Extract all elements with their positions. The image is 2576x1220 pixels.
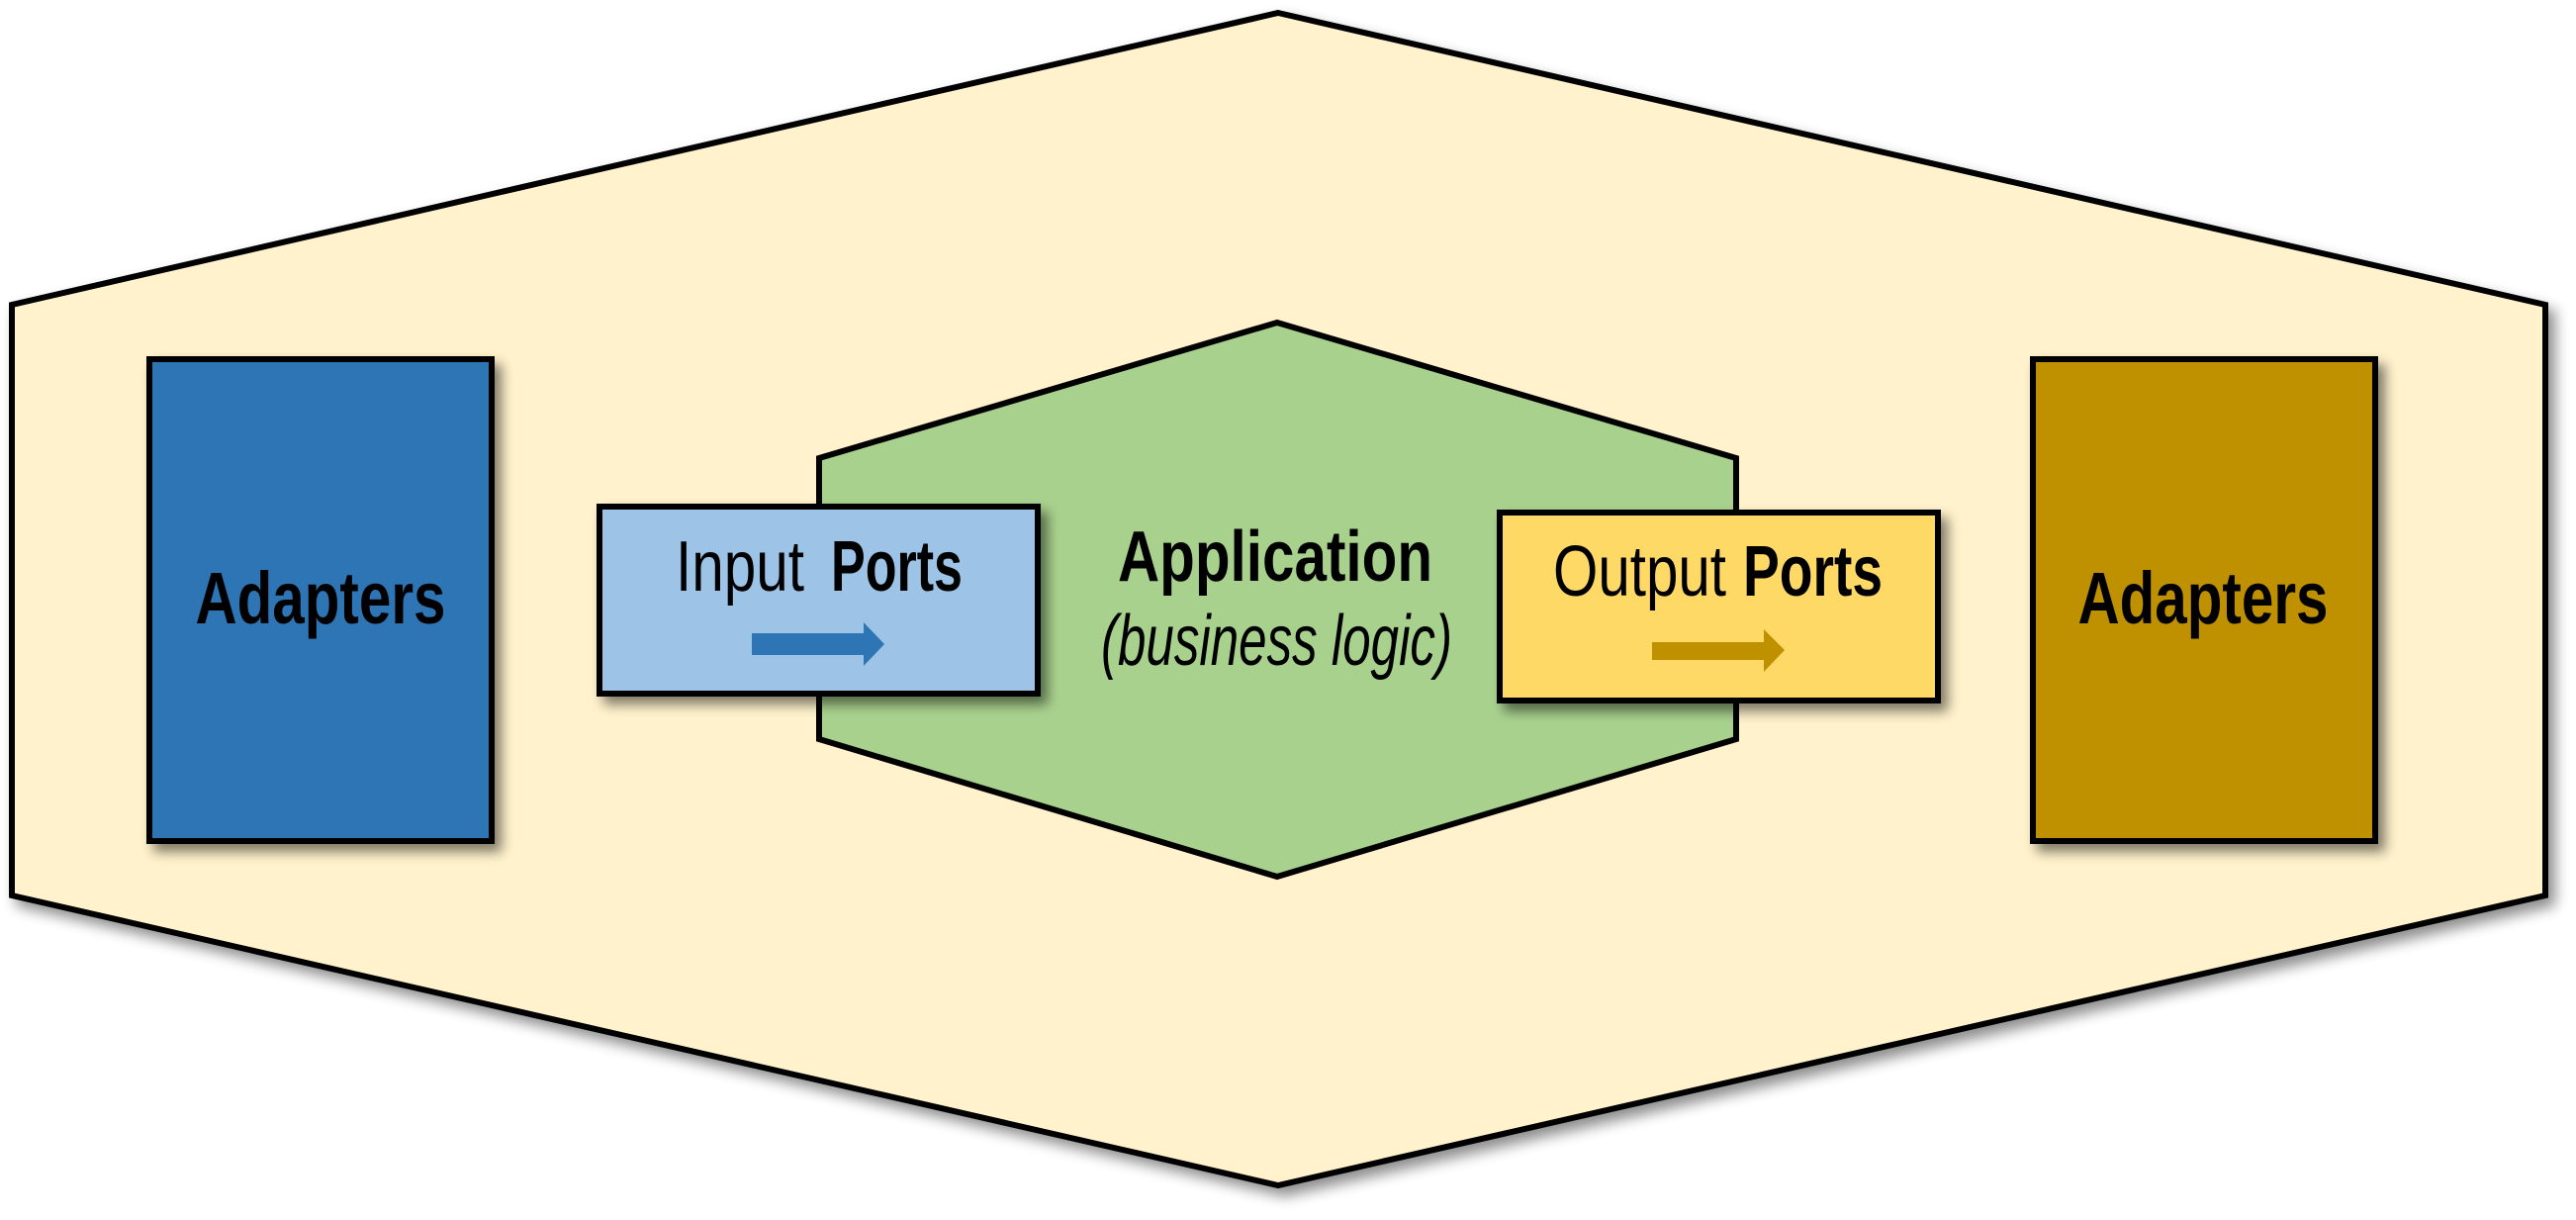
output-ports-label-bold: Ports [1743,532,1883,611]
left-adapters-rect [146,356,495,844]
input-ports-label-bold: Ports [831,527,963,607]
input-ports-box[interactable]: Input Ports [597,504,1041,697]
input-arrow-icon [752,622,884,666]
application-hexagon [816,319,1739,881]
input-ports-rect [597,504,1041,697]
application-subtitle: (business logic) [1101,602,1452,681]
right-adapters-label: Adapters [2078,557,2329,639]
output-arrow-icon [1652,629,1785,672]
output-ports-label-regular: Output [1553,532,1726,611]
application-title: Application [1118,517,1432,597]
right-adapters-box[interactable]: Adapters [2030,356,2378,844]
right-adapters-rect [2030,356,2378,844]
output-ports-rect [1497,510,1941,704]
output-ports-box[interactable]: Output Ports [1497,510,1941,704]
left-adapters-box[interactable]: Adapters [146,356,495,844]
left-adapters-label: Adapters [196,557,446,639]
input-ports-label-regular: Input [676,527,804,607]
